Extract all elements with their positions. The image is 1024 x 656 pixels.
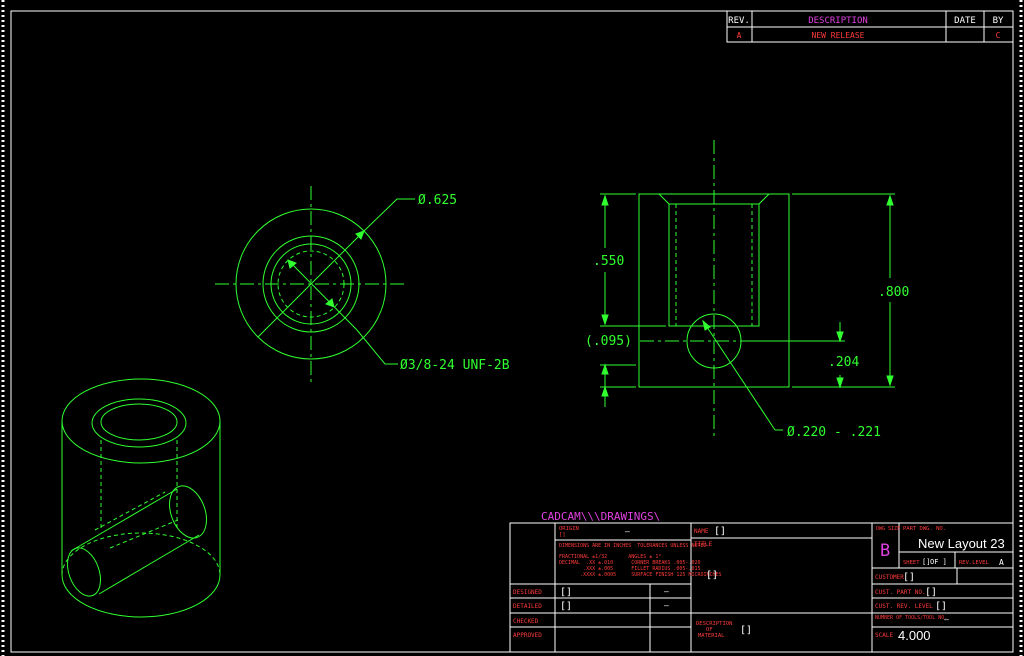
tolerance-notes: DIMENSIONS ARE IN INCHES TOLERANCES UNLE… (559, 543, 722, 578)
ref-arrow-bottom (601, 385, 609, 397)
ref-arrow-top (601, 363, 609, 375)
cross-hole-arrow (702, 319, 711, 331)
designed-value[interactable]: [] (560, 587, 572, 598)
iso-cross-hole-bottom (98, 534, 200, 595)
thread-arrow-2 (325, 298, 335, 308)
iso-cross-hole-exit (169, 485, 207, 539)
by-value: C (996, 31, 1001, 40)
cross-hole-text: Ø.220 - .221 (787, 425, 881, 440)
origin-value: [] (559, 532, 566, 538)
title-value[interactable]: [] (706, 570, 718, 581)
note-line: .XXX ±.005 FILLET RADIUS .005-.015 (559, 566, 700, 572)
chamfer-left (658, 193, 670, 205)
ref-dimension-text: (.095) (585, 334, 632, 349)
cust-part-label: CUST. PART NO. (875, 589, 926, 596)
dwg-size-label: DWG SIZE (876, 526, 900, 532)
description-header: DESCRIPTION (808, 16, 868, 26)
revision-block: REV. DESCRIPTION DATE BY A NEW RELEASE C (726, 10, 1014, 43)
rev-value: A (737, 31, 742, 40)
part-dwg-label: PART DWG. NO. (903, 526, 946, 532)
hole-offset-arrow-bottom (836, 377, 844, 389)
rev-header: REV. (728, 16, 750, 26)
name-label: NAME (694, 528, 709, 535)
material-value[interactable]: [] (740, 625, 752, 636)
sheet-of: OF ] (930, 558, 947, 566)
material-label-3: MATERIAL (698, 633, 725, 639)
detailed-label: DETAILED (513, 603, 542, 610)
depth-arrow-top (601, 194, 609, 206)
chamfer-right (758, 193, 770, 205)
depth-dimension-text: .550 (593, 254, 624, 269)
depth-arrow-bottom (601, 314, 609, 326)
note-line: DECIMAL .XX ±.010 CORNER BREAKS .005-.02… (559, 560, 700, 566)
top-view (215, 186, 415, 382)
tools-label: NUMBER OF TOOLS/TOOL NO. (875, 615, 947, 621)
scale-label: SCALE (875, 632, 893, 639)
front-view (600, 140, 895, 440)
title-block-frame (509, 522, 1014, 653)
sheet-label: SHEET (903, 560, 920, 566)
iso-top-counterbore (91, 398, 187, 448)
customer-label: CUSTOMER (875, 574, 904, 581)
iso-bottom-front (61, 574, 221, 618)
note-line: FRACTIONAL ±1/32 ANGLES ± 1° (559, 554, 661, 560)
hole-offset-text: .204 (828, 355, 859, 370)
detailed-dash: — (664, 601, 669, 610)
tools-value: — (944, 615, 949, 624)
od-leader (363, 198, 398, 232)
cust-rev-label: CUST. REV. LEVEL (875, 603, 933, 610)
iso-top-thread (100, 403, 178, 441)
isometric-view (61, 378, 221, 618)
date-header: DATE (954, 16, 976, 26)
scale-value[interactable]: 4.000 (898, 628, 931, 643)
customer-value[interactable]: [] (903, 572, 915, 583)
sheet-border (10, 10, 1014, 653)
thread-dimension-line (287, 259, 358, 331)
rev-level-value: A (999, 558, 1004, 567)
name-value[interactable]: [] (714, 526, 726, 537)
thread-leader (356, 329, 386, 365)
by-header: BY (993, 16, 1004, 26)
origin-dash: — (625, 527, 630, 536)
note-line: DIMENSIONS ARE IN INCHES TOLERANCES UNLE… (559, 543, 707, 549)
iso-bottom-back (61, 532, 221, 576)
detailed-value[interactable]: [] (560, 601, 572, 612)
rev-level-label: REV.LEVEL (959, 560, 989, 566)
iso-top-outer (61, 378, 221, 464)
iso-cross-hidden-2 (109, 519, 179, 549)
height-arrow-top (886, 194, 894, 206)
cust-part-value[interactable]: [] (925, 587, 937, 598)
description-value: NEW RELEASE (812, 31, 865, 40)
material-label-1: DESCRIPTION (696, 621, 732, 627)
height-arrow-bottom (886, 375, 894, 387)
od-arrow (355, 230, 365, 240)
cust-rev-value[interactable]: [] (935, 601, 947, 612)
checked-label: CHECKED (513, 618, 539, 625)
iso-cross-hidden-1 (94, 491, 166, 531)
iso-cross-hole-top (70, 488, 178, 552)
designed-label: DESIGNED (513, 589, 542, 596)
drawing-path-label: CADCAM\\\DRAWINGS\ (541, 510, 660, 523)
title-label: TITLE (694, 541, 712, 548)
height-dimension-text: .800 (878, 285, 909, 300)
sheet-value[interactable]: [] (922, 558, 930, 566)
thread-arrow-1 (287, 259, 297, 269)
designed-dash: — (664, 587, 669, 596)
cross-hole-leader (702, 320, 776, 431)
origin-label: ORIGIN (559, 526, 579, 532)
thread-dimension-text: Ø3/8-24 UNF-2B (400, 358, 510, 373)
material-label-2: OF (706, 627, 713, 633)
note-line: .XXXX ±.0005 SURFACE FINISH 125 MICROINC… (559, 572, 722, 578)
part-dwg-value[interactable]: New Layout 23 (918, 536, 1005, 551)
approved-label: APPROVED (513, 632, 542, 639)
hole-offset-arrow-top (836, 331, 844, 343)
dwg-size-value: B (880, 541, 890, 561)
title-block (509, 522, 1014, 653)
od-dimension-text: Ø.625 (418, 193, 457, 208)
